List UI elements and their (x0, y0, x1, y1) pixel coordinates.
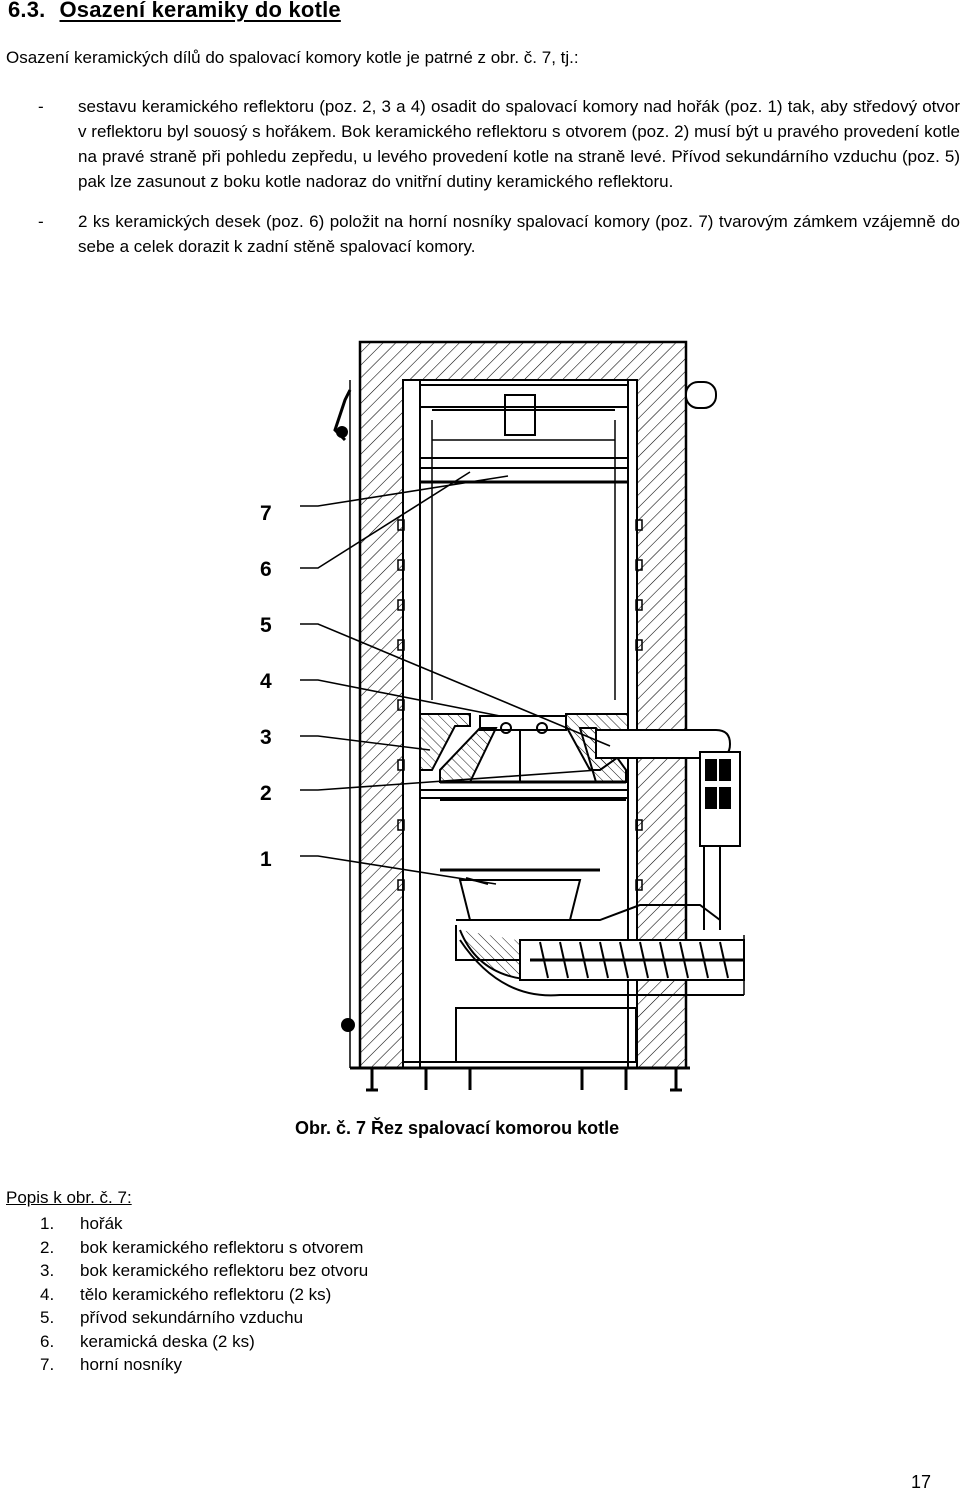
legend-item: 6.keramická deska (2 ks) (40, 1331, 255, 1351)
label-3: 3 (260, 726, 272, 749)
label-7: 7 (260, 502, 272, 525)
ceramic-reflector (419, 713, 629, 801)
position-labels: 7 6 5 4 3 2 1 (260, 502, 272, 871)
legend-list: 1.hořák 2.bok keramického reflektoru s o… (40, 1212, 368, 1377)
intro-paragraph: Osazení keramických dílů do spalovací ko… (6, 48, 579, 67)
legend-item: 1.hořák (40, 1214, 123, 1233)
bullet-dash: - (38, 97, 44, 116)
secondary-air-inlet (595, 729, 741, 930)
instruction-text: sestavu keramického reflektoru (poz. 2, … (78, 97, 960, 191)
label-2: 2 (260, 782, 272, 805)
page-number: 17 (911, 1472, 932, 1492)
instruction-item: - 2 ks keramických desek (poz. 6) položi… (38, 209, 960, 259)
door-handle-top (333, 389, 352, 442)
legend-title: Popis k obr. č. 7: (6, 1188, 132, 1207)
label-4: 4 (260, 670, 272, 693)
boiler-body (333, 340, 717, 1092)
burner-assembly (403, 868, 745, 1063)
handle-knob (341, 1018, 355, 1032)
legend-item: 5.přívod sekundárního vzduchu (40, 1308, 304, 1327)
legend-item: 7.horní nosníky (40, 1355, 183, 1374)
legend-item: 2.bok keramického reflektoru s otvorem (40, 1237, 364, 1257)
legend-item: 4.tělo keramického reflektoru (2 ks) (40, 1284, 332, 1304)
section-heading: 6.3. Osazení keramiky do kotle (8, 0, 341, 23)
label-1: 1 (260, 848, 272, 871)
section-number: 6.3. (8, 0, 46, 22)
instruction-list: - sestavu keramického reflektoru (poz. 2… (38, 94, 960, 274)
leader-lines (300, 471, 611, 885)
combustion-chamber (397, 379, 643, 1069)
legend-item: 3.bok keramického reflektoru bez otvoru (40, 1261, 369, 1280)
figure-caption: Obr. č. 7 Řez spalovací komorou kotle (295, 1118, 620, 1138)
handle-knob (336, 426, 348, 438)
ceramic-plate (419, 457, 629, 469)
label-6: 6 (260, 558, 272, 581)
instruction-text: 2 ks keramických desek (poz. 6) položit … (78, 212, 960, 256)
instruction-item: - sestavu keramického reflektoru (poz. 2… (38, 94, 960, 194)
bullet-dash: - (38, 212, 44, 231)
section-title: Osazení keramiky do kotle (59, 0, 341, 22)
pipe-stub (685, 381, 717, 409)
boiler-feet (366, 1068, 682, 1092)
label-5: 5 (260, 614, 272, 637)
upper-beams (419, 467, 629, 483)
